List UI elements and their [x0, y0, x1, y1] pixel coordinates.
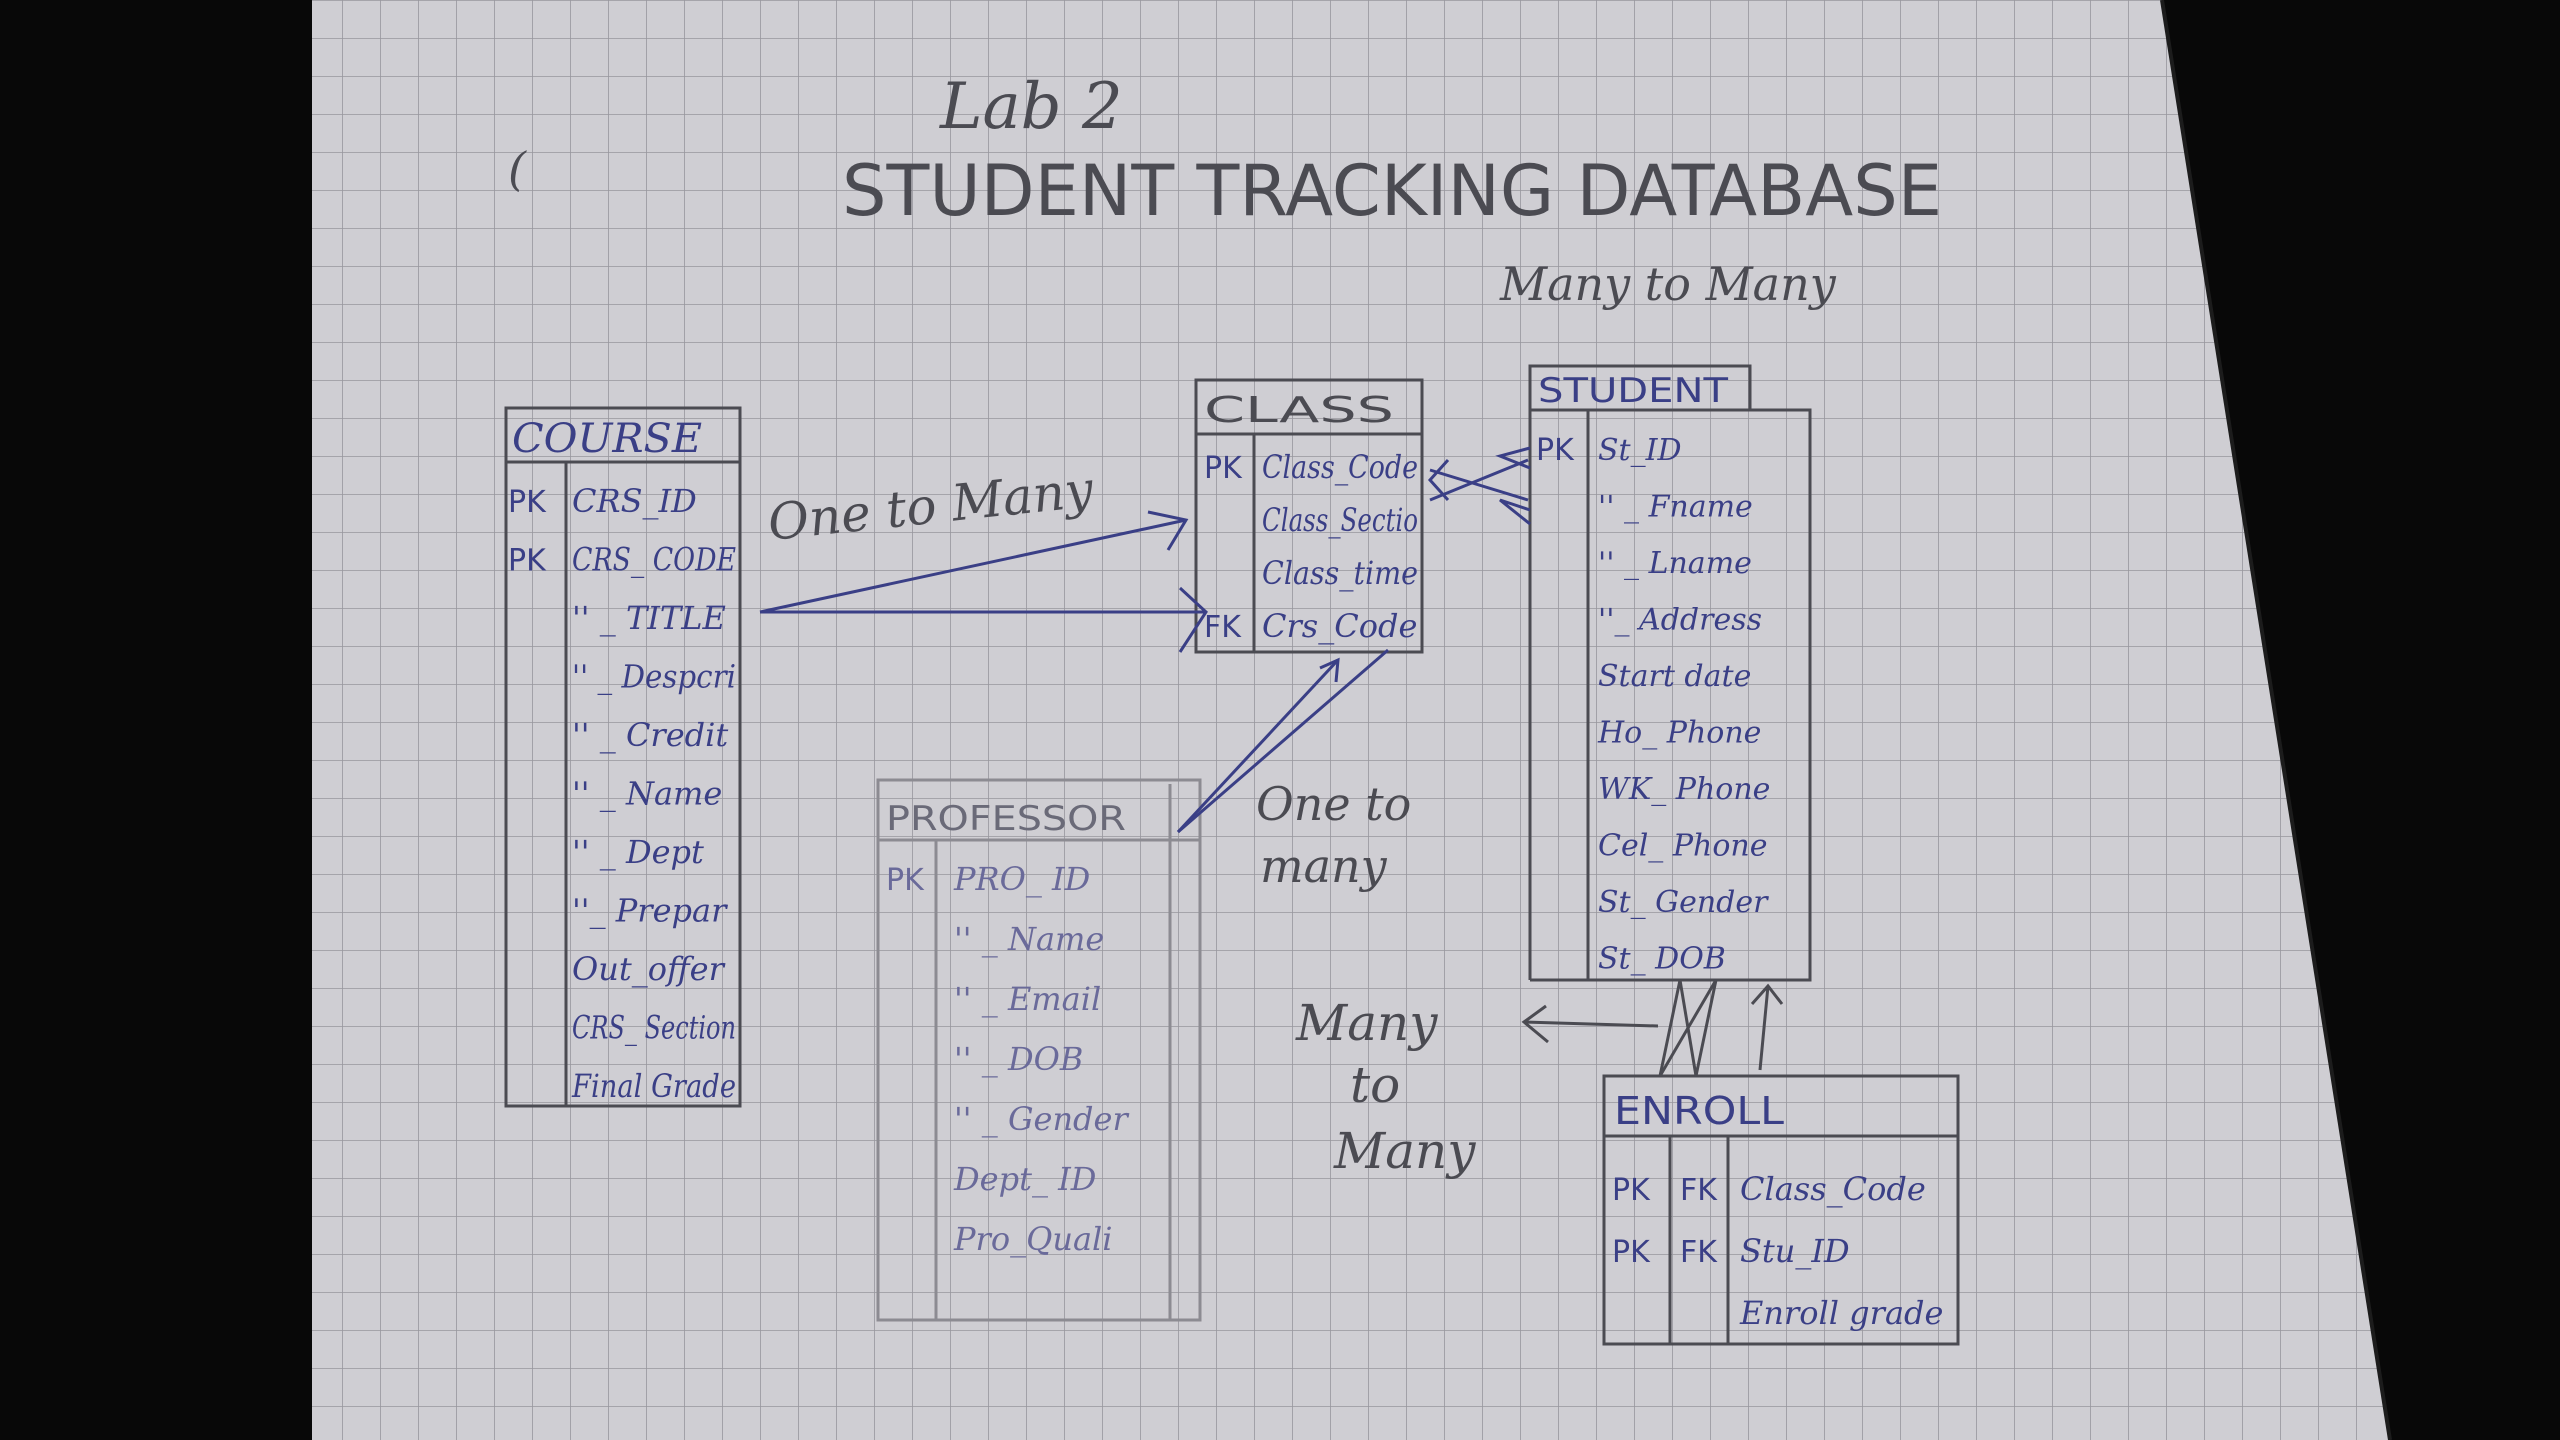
- enroll-table-title: ENROLL: [1614, 1089, 1784, 1133]
- class-table-title: CLASS: [1204, 390, 1394, 431]
- student-fields: PK St_ID '' _ Fname '' _ Lname ''_ AddressSt…: [1536, 433, 1770, 977]
- student-enroll-label-line3: Many: [1333, 1122, 1476, 1180]
- professor-field-key: PK: [886, 863, 925, 898]
- student-to-enroll-connector: [1521, 979, 1784, 1077]
- professor-field-field: Dept_ ID: [953, 1160, 1096, 1198]
- course-field-key: PK: [508, 485, 547, 520]
- student-field-field: Cel_ Phone: [1598, 829, 1767, 864]
- course-field-key: PK: [508, 544, 547, 579]
- course-to-class-connector: [759, 510, 1208, 653]
- page-title: STUDENT TRACKING DATABASE: [842, 150, 1942, 232]
- enroll-field-key: PK: [1612, 1235, 1651, 1270]
- student-table-title: STUDENT: [1538, 371, 1728, 411]
- professor-field-field: '' _ Gender: [954, 1100, 1129, 1138]
- professor-field-field: '' _ DOB: [954, 1040, 1083, 1078]
- enroll-field-fk: FK: [1680, 1235, 1718, 1270]
- student-field-field: St_ Gender: [1598, 885, 1769, 920]
- student-field-field: WK_ Phone: [1598, 772, 1770, 807]
- professor-field-field: '' _ Name: [954, 920, 1104, 958]
- student-table: [1528, 364, 1812, 982]
- student-field-field: Ho_ Phone: [1597, 716, 1761, 751]
- stray-mark: (: [508, 142, 527, 196]
- student-field-field: St_ID: [1598, 433, 1682, 468]
- course-field-field: '' _ TITLE: [572, 599, 726, 637]
- professor-field-field: Pro_Quali: [953, 1220, 1112, 1258]
- class-field-key: FK: [1204, 610, 1242, 645]
- class-field-field: Class_Sectio: [1262, 501, 1418, 539]
- class-field-field: Class_time: [1262, 554, 1418, 592]
- class-table: [1194, 378, 1424, 654]
- enroll-table: [1602, 1074, 1960, 1346]
- enroll-field-key: PK: [1612, 1173, 1651, 1208]
- student-enroll-label-line1: Many: [1295, 994, 1438, 1052]
- professor-table-title: PROFESSOR: [886, 799, 1126, 839]
- student-field-field: ''_ Address: [1598, 603, 1762, 638]
- class-field-key: PK: [1204, 451, 1243, 486]
- course-field-field: ''_ Prepar: [572, 892, 728, 930]
- student-enroll-relationship-label: Many to Many: [1295, 994, 1476, 1180]
- class-field-field: Crs_Code: [1262, 607, 1417, 645]
- lab-title: Lab 2: [939, 70, 1123, 144]
- enroll-field-field: Stu_ID: [1740, 1232, 1850, 1270]
- professor-table: [876, 778, 1202, 1322]
- professor-class-label-line1: One to: [1256, 777, 1411, 831]
- course-field-field: '' _ Name: [572, 775, 722, 813]
- student-enroll-label-line2: to: [1350, 1056, 1400, 1114]
- course-field-field: Final Grade: [571, 1067, 736, 1105]
- enroll-field-fk: FK: [1680, 1173, 1718, 1208]
- course-field-field: Out_offer: [572, 950, 726, 988]
- professor-field-field: PRO_ ID: [953, 860, 1090, 898]
- paper-edge-shadow: [2160, 0, 2392, 1440]
- course-table: [504, 406, 742, 1108]
- student-field-field: St_ DOB: [1598, 942, 1726, 977]
- enroll-field-field: Enroll grade: [1739, 1294, 1943, 1332]
- course-field-field: CRS_ CODE: [572, 541, 736, 579]
- professor-fields: PK PRO_ ID '' _ Name '' _ Email '' _ DOB '' _…: [886, 860, 1129, 1258]
- professor-field-field: '' _ Email: [954, 980, 1101, 1018]
- course-field-field: '' _ Credit: [572, 716, 728, 754]
- course-table-title: COURSE: [512, 416, 702, 462]
- professor-to-class-connector: [1176, 648, 1389, 834]
- course-field-field: CRS_ID: [572, 482, 697, 520]
- class-to-student-connector: [1427, 446, 1531, 526]
- course-fields: PK CRS_ID PK CRS_ CODE '' _ TITLE '' _ Despcr…: [508, 482, 736, 1105]
- student-field-field: '' _ Fname: [1598, 490, 1753, 525]
- professor-class-relationship-label: One to many: [1256, 777, 1426, 893]
- course-field-field: '' _ Despcri: [572, 658, 736, 696]
- student-field-field: '' _ Lname: [1598, 546, 1752, 581]
- student-field-key: PK: [1536, 433, 1575, 468]
- enroll-field-field: Class_Code: [1740, 1170, 1926, 1208]
- grid-lines: [312, 0, 2390, 1440]
- course-field-field: CRS_ Section: [572, 1009, 736, 1047]
- professor-class-label-line2: many: [1260, 839, 1388, 893]
- class-student-relationship-label: Many to Many: [1499, 257, 1837, 311]
- class-field-field: Class_Code: [1262, 448, 1418, 486]
- course-field-field: '' _ Dept: [572, 833, 704, 871]
- student-field-field: Start date: [1598, 659, 1751, 694]
